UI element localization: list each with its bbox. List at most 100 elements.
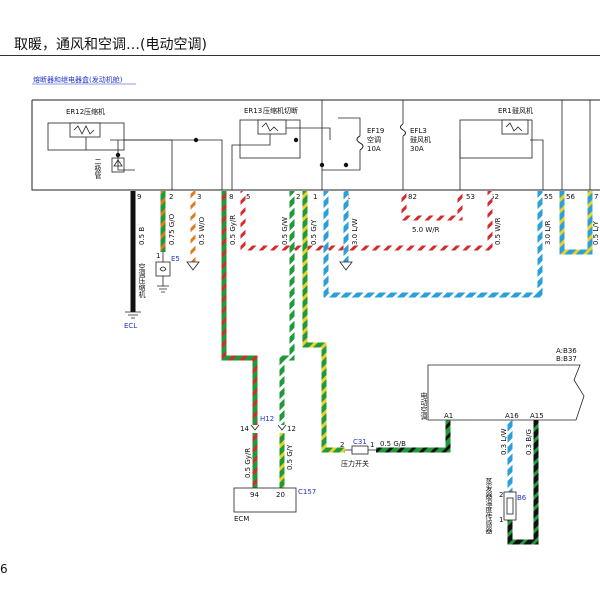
fuse-ef19-rating: 10A (367, 145, 381, 153)
wire-green-black (376, 420, 451, 453)
fuse-box-internal-wiring (85, 100, 591, 190)
evap-sensor-code: B6 (517, 494, 527, 502)
junction-dot (293, 137, 299, 143)
relay-er13: ER13 压缩机切断 (239, 106, 301, 159)
fuse-ef19-id: EF19 (367, 127, 384, 135)
fuse-box-label: 熔断器和继电器盒(发动机舱) (33, 75, 123, 84)
ecm-code: C157 (298, 488, 316, 496)
wire-spec: 0.5 G/W (281, 217, 289, 245)
ac-module: 电动空调 A:B36 B:B37 A1 A16 A15 (420, 347, 585, 421)
compressor-code: E5 (171, 255, 180, 263)
fuse-efl3-name: 鼓风机 (410, 135, 431, 144)
relay-er13-name: 压缩机切断 (263, 106, 298, 115)
junction-dot (115, 152, 121, 158)
ground-ecl-code: ECL (124, 322, 137, 330)
wire-spec: 0.5 G/Y (310, 219, 318, 245)
junction-dot (319, 162, 325, 168)
ecm-pin: 94 (250, 491, 259, 499)
relay-er13-id: ER13 (244, 107, 262, 115)
wire-green-yellow (302, 191, 345, 453)
relay-er1: ER1 鼓风机 (459, 106, 533, 159)
wire-spec: 0.5 B (138, 227, 146, 245)
pressure-switch-label: 压力开关 (341, 459, 369, 468)
wire-white-red-loop (240, 191, 493, 251)
pin-label: 56 (566, 193, 575, 201)
relay-er12-name: 压缩机 (84, 107, 105, 116)
compressor-label: 空调压缩机 (138, 262, 146, 299)
wire-white-red-jumper (401, 191, 463, 221)
wire-spec: 0.5 W/R (494, 217, 502, 245)
pin-label: 2 (296, 193, 300, 201)
ac-module-label: 电动空调 (420, 391, 428, 421)
connector-h12-pin: 14 (240, 425, 249, 433)
fuse-efl3-id: EFL3 (410, 127, 427, 135)
wire-spec: 0.75 G/O (168, 213, 176, 245)
evap-sensor-pin: 2 (499, 491, 503, 499)
wire-blue-yellow-loop (559, 191, 593, 255)
ground-symbol (186, 261, 200, 271)
page-title: 取暖，通风和空调…(电动空调) (14, 37, 207, 53)
relay-er1-name: 鼓风机 (512, 106, 533, 115)
fuse-ef19-name: 空调 (367, 135, 381, 144)
wire-green-white (279, 191, 295, 425)
wire-spec: 0.5 Gy/R (244, 448, 252, 478)
wire-spec: 3.0 L/W (351, 218, 359, 245)
fuse-box-outline (31, 99, 600, 191)
pressure-switch-code: C31 (353, 438, 367, 446)
wire-spec: 0.3 L/W (500, 428, 508, 455)
wire-spec: 3.0 L/R (544, 220, 552, 245)
pin-label: 1 (313, 193, 317, 201)
diode: 二极管 (94, 139, 173, 190)
fuse-efl3: EFL3 鼓风机 30A (400, 100, 431, 190)
relay-er12-id: ER12 (66, 108, 84, 116)
connector-h12: H12 14 12 (240, 415, 296, 433)
evaporator-sensor-b6: 蒸发器温度传感器 B6 2 1 (485, 477, 527, 535)
pressure-switch-pin: 1 (370, 441, 374, 449)
evap-sensor-label: 蒸发器温度传感器 (485, 477, 493, 535)
wire-spec: 0.5 W/O (198, 216, 206, 245)
pin-label: 52 (490, 193, 499, 201)
pressure-switch-c31: C31 2 1 压力开关 (340, 438, 376, 468)
pin-label: 82 (408, 193, 417, 201)
wire-spec: 0.5 G/B (380, 440, 406, 448)
page-number: 6 (0, 562, 8, 576)
wire-spec: 0.5 G/Y (286, 444, 294, 470)
wire-blue-white-loop (323, 191, 543, 298)
wire-spec: 0.5 Gy/R (229, 215, 237, 245)
pin-label: 3 (197, 193, 201, 201)
fuse-ef19: EF19 空调 10A (322, 117, 384, 171)
pin-label: 5 (246, 193, 250, 201)
ac-module-pin: A1 (444, 412, 453, 420)
pressure-switch-pin: 2 (340, 441, 344, 449)
compressor-e5: 空调压缩机 E5 1 (138, 252, 180, 299)
compressor-pin: 1 (156, 252, 160, 260)
relay-er12: ER12 压缩机 (47, 107, 125, 151)
pin-label: 55 (544, 193, 553, 201)
wire-spec: 0.3 B/G (525, 429, 533, 455)
junction-dot (193, 137, 199, 143)
pin-label: 2 (169, 193, 173, 201)
ground-symbol (339, 261, 353, 271)
title-rule (0, 55, 600, 56)
pin-label: 7 (594, 193, 598, 201)
evap-sensor-pin: 1 (499, 516, 503, 524)
junction-dot (343, 162, 349, 168)
relay-er1-id: ER1 (498, 107, 512, 115)
wire-black-green-sensor (507, 420, 539, 545)
ac-module-pin: A16 (505, 412, 519, 420)
wire-gray-red (221, 191, 258, 425)
pin-label: 8 (229, 193, 233, 201)
pin-label: 9 (137, 193, 141, 201)
ac-module-connector: B:B37 (556, 355, 577, 363)
wire-spec: 0.5 L/Y (592, 220, 600, 245)
wire-spec: 5.0 W/R (412, 226, 440, 234)
ecm-label: ECM (234, 515, 249, 523)
ecm-pin: 20 (276, 491, 285, 499)
ground-ecl-symbol (125, 311, 141, 319)
fuse-efl3-rating: 30A (410, 145, 424, 153)
ac-module-connector: A:B36 (556, 347, 577, 355)
connector-h12-pin: 12 (287, 425, 296, 433)
pin-label: 53 (466, 193, 475, 201)
connector-h12-code: H12 (260, 415, 274, 423)
